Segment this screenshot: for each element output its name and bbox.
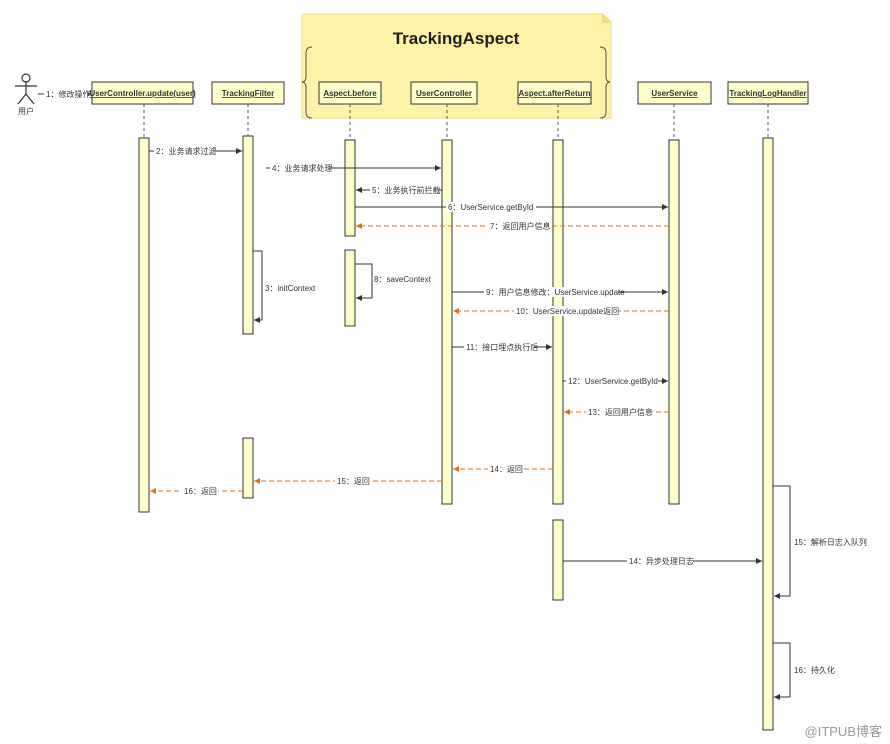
message-labels: 1：修改操作 2：业务请求过滤 3：initContext 4：业务请求处理 5… [44, 89, 867, 675]
group-left-brace [301, 46, 313, 119]
activations [138, 135, 774, 731]
group-title: TrackingAspect [393, 29, 520, 48]
participant-log-handler: TrackingLogHandler [727, 81, 809, 105]
message-label: 10：UserService.update返回 [516, 307, 619, 316]
participant-aspect-before: Aspect.before [318, 81, 382, 105]
activation-bar [138, 137, 150, 513]
self-call-arrows [253, 250, 791, 700]
actor-head [21, 73, 31, 83]
self-call-arrow [355, 263, 373, 301]
activation-bar [668, 139, 680, 505]
message-label: 5：业务执行前拦截 [372, 185, 440, 195]
participant-label: Aspect.before [323, 89, 377, 98]
activation-bar [242, 135, 254, 335]
message-label: 11：接口埋点执行后 [466, 342, 538, 352]
participant-label: Aspect.afterReturn [518, 89, 590, 98]
message-label: 15：返回 [337, 477, 370, 486]
participant-aspect-after: Aspect.afterReturn [517, 81, 592, 105]
participant-uc-update: UserController.update(user) [89, 81, 196, 105]
self-call-arrow [773, 642, 791, 700]
message-label: 16：持久化 [794, 665, 835, 675]
activation-bar [344, 249, 356, 327]
participant-label: UserController.update(user) [89, 89, 196, 98]
message-label: 14：返回 [490, 465, 523, 474]
message-label: 13：返回用户信息 [588, 407, 653, 417]
participant-user-service: UserService [637, 81, 712, 105]
participant-label: TrackingFilter [222, 89, 274, 98]
watermark: @ITPUB博客 [805, 724, 882, 739]
message-label: 9：用户信息修改：UserService.update [486, 287, 625, 297]
activation-bar [441, 139, 453, 505]
participant-label: TrackingLogHandler [729, 89, 806, 98]
participant-user-controller: UserController [410, 81, 478, 105]
message-label: 14：异步处理日志 [629, 556, 694, 566]
message-label: 16：返回 [184, 487, 217, 496]
message-label: 6：UserService.getById [448, 203, 533, 212]
message-label: 4：业务请求处理 [272, 163, 332, 173]
message-label: 8：saveContext [374, 275, 432, 284]
participant-label: UserController [416, 89, 472, 98]
message-label: 7：返回用户信息 [490, 221, 550, 231]
message-label: 12：UserService.getById [568, 377, 658, 386]
message-label: 2：业务请求过滤 [156, 146, 216, 156]
activation-bar [242, 437, 254, 499]
message-label: 15：解析日志入队列 [794, 537, 867, 547]
lifelines [143, 104, 769, 140]
return-arrows [150, 223, 669, 494]
activation-bar [762, 137, 774, 731]
actor-user: 用户 [15, 73, 37, 116]
message-label: 3：initContext [265, 284, 316, 293]
message-label: 1：修改操作 [46, 89, 90, 99]
actor-label: 用户 [18, 106, 34, 116]
activation-bar [552, 519, 564, 601]
participant-tracking-filter: TrackingFilter [211, 81, 285, 105]
self-call-arrow [773, 485, 791, 599]
self-call-arrow [253, 250, 263, 323]
activation-bar [344, 139, 356, 237]
group-right-brace [599, 46, 611, 119]
participant-label: UserService [651, 89, 698, 98]
activation-bar [552, 139, 564, 505]
